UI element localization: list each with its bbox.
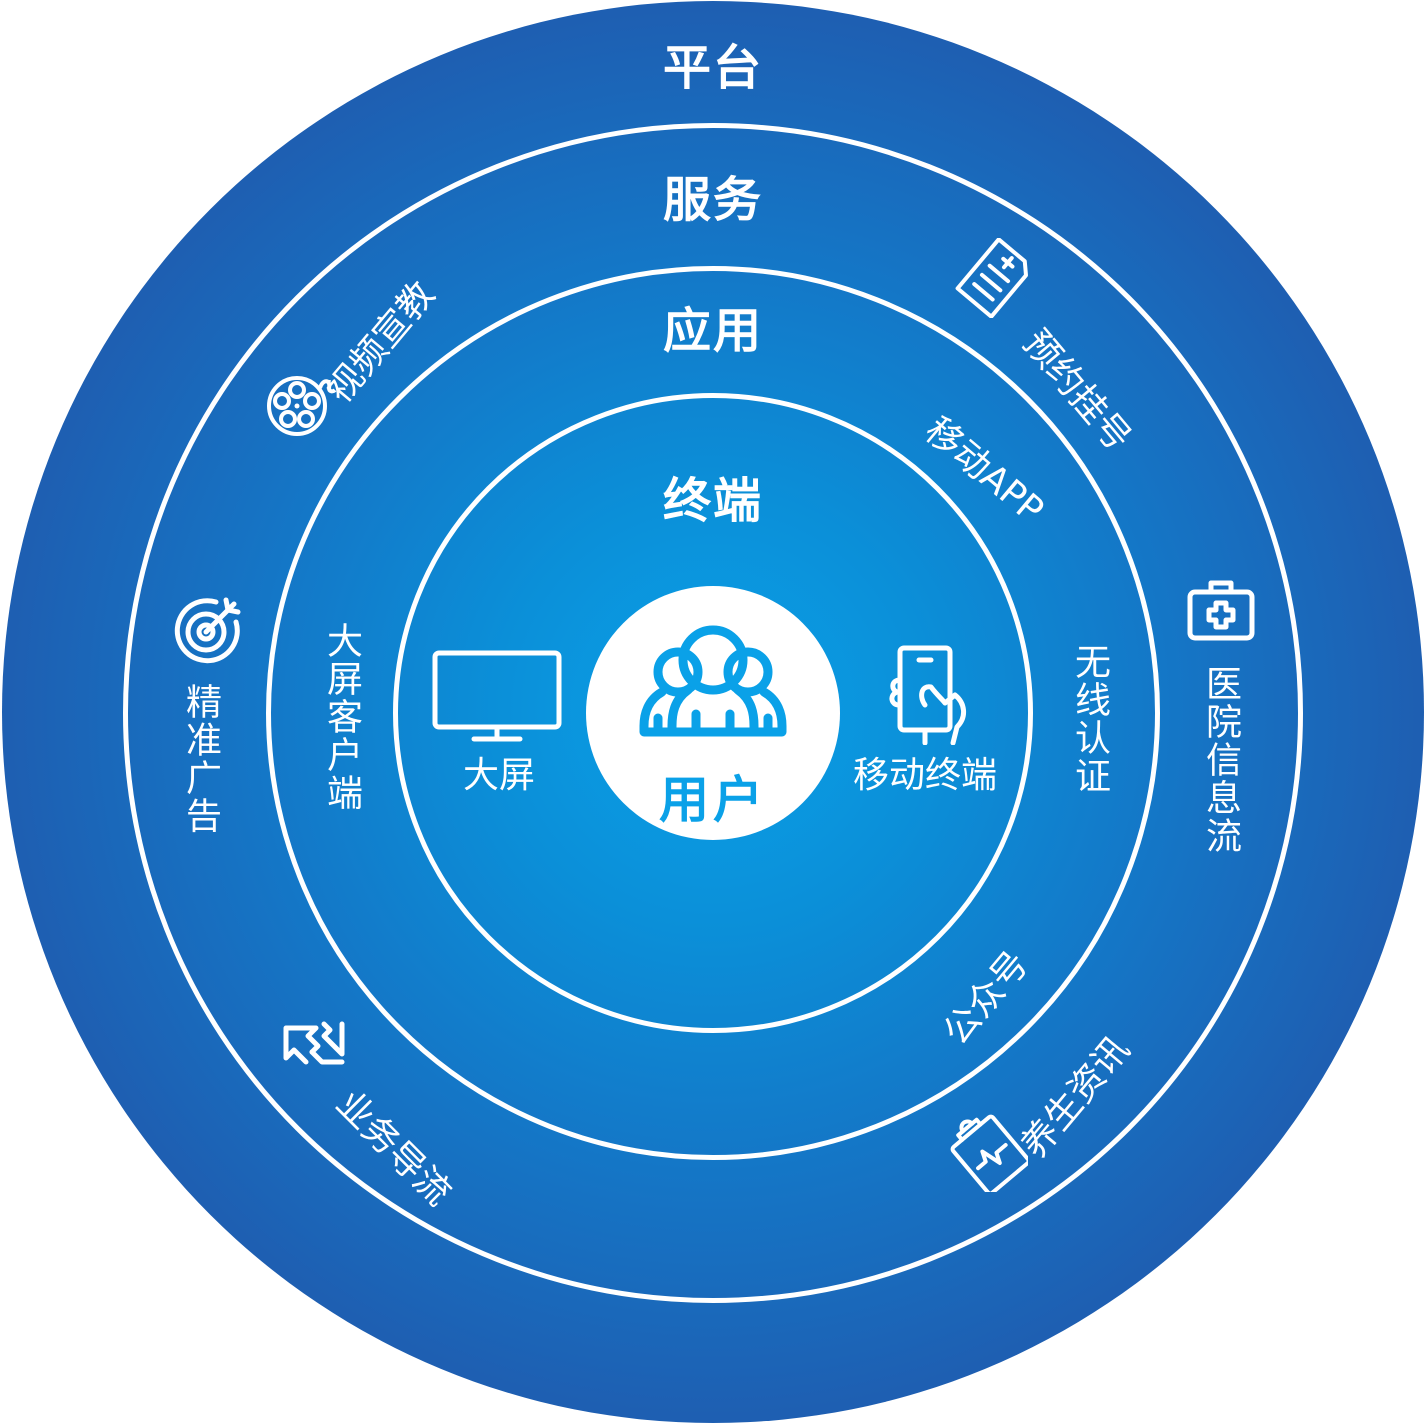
service-label-hospital-info: 医院信息流 — [1200, 665, 1241, 855]
core-label: 用户 — [659, 771, 767, 829]
layer-title-application: 应用 — [662, 303, 764, 359]
diversion-arrows-icon — [283, 1021, 345, 1065]
application-label-wifi-auth: 无线认证 — [1069, 643, 1110, 795]
film-reel-icon — [267, 376, 337, 436]
service-ring-line — [123, 123, 1303, 1303]
medical-kit-icon — [1187, 580, 1255, 641]
user-group-icon — [639, 625, 787, 737]
application-label-big-screen-client: 大屏客户端 — [321, 622, 362, 812]
layer-title-terminal: 终端 — [662, 473, 764, 529]
service-label-precision-ads: 精准广告 — [180, 683, 221, 835]
layer-title-service: 服务 — [662, 172, 764, 228]
health-clipboard-icon — [950, 1114, 1028, 1192]
terminal-ring-line — [393, 393, 1033, 1033]
application-ring-line — [266, 266, 1160, 1160]
document-add-icon — [955, 238, 1028, 318]
layer-title-platform: 平台 — [662, 40, 764, 96]
target-arrow-icon — [174, 597, 241, 664]
hand-phone-icon — [889, 645, 966, 745]
terminal-label-big-screen: 大屏 — [463, 755, 536, 796]
terminal-label-mobile: 移动终端 — [853, 755, 998, 796]
monitor-icon — [432, 650, 562, 742]
